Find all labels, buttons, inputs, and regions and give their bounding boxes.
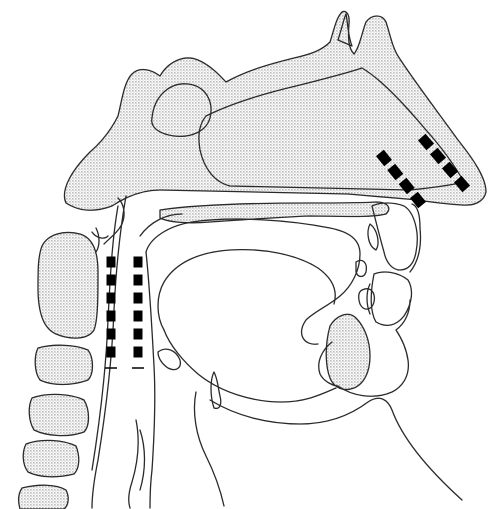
vertebra-c3: [35, 345, 92, 384]
hard-palate: [160, 202, 389, 223]
vertebra-c5: [23, 440, 79, 476]
larynx-wall: [129, 420, 138, 508]
pharynx-anterior-dashe-4: [134, 311, 143, 322]
pharynx-anterior-wall: [146, 252, 155, 508]
neck-front: [210, 398, 462, 500]
lower-incisor: [371, 272, 411, 325]
pharynx-posterior-dashe-1: [107, 257, 116, 268]
vertebra-c2: [38, 233, 98, 339]
submental-line: [194, 392, 224, 506]
larynx-fold: [140, 430, 145, 490]
tongue-body: [164, 330, 336, 402]
skull-base: [64, 12, 486, 211]
spinal-canal-line: [96, 228, 99, 252]
pharynx-anterior-dashe-5: [134, 329, 143, 340]
vertebra-c4: [29, 394, 88, 435]
pharynx-posterior-dashe-3: [107, 293, 116, 304]
incisal-notch: [368, 224, 378, 250]
tongue-dorsum: [146, 219, 360, 344]
dens-outline: [92, 232, 108, 238]
vertebra-c6: [19, 485, 68, 509]
pharynx-anterior-dashe-6: [134, 347, 143, 358]
mandible-symphysis: [326, 314, 370, 389]
pharynx-posterior-dashe-2: [107, 275, 116, 286]
pharynx-posterior-dashe-4: [107, 311, 116, 322]
pharynx-posterior-dashe-6: [107, 347, 116, 358]
pharynx-anterior-dashe-1: [134, 257, 143, 268]
pharynx-anterior-dashe-3: [134, 293, 143, 304]
pharynx-anterior-dashe-2: [134, 275, 143, 286]
pharynx-posterior-dashe-5: [107, 329, 116, 340]
